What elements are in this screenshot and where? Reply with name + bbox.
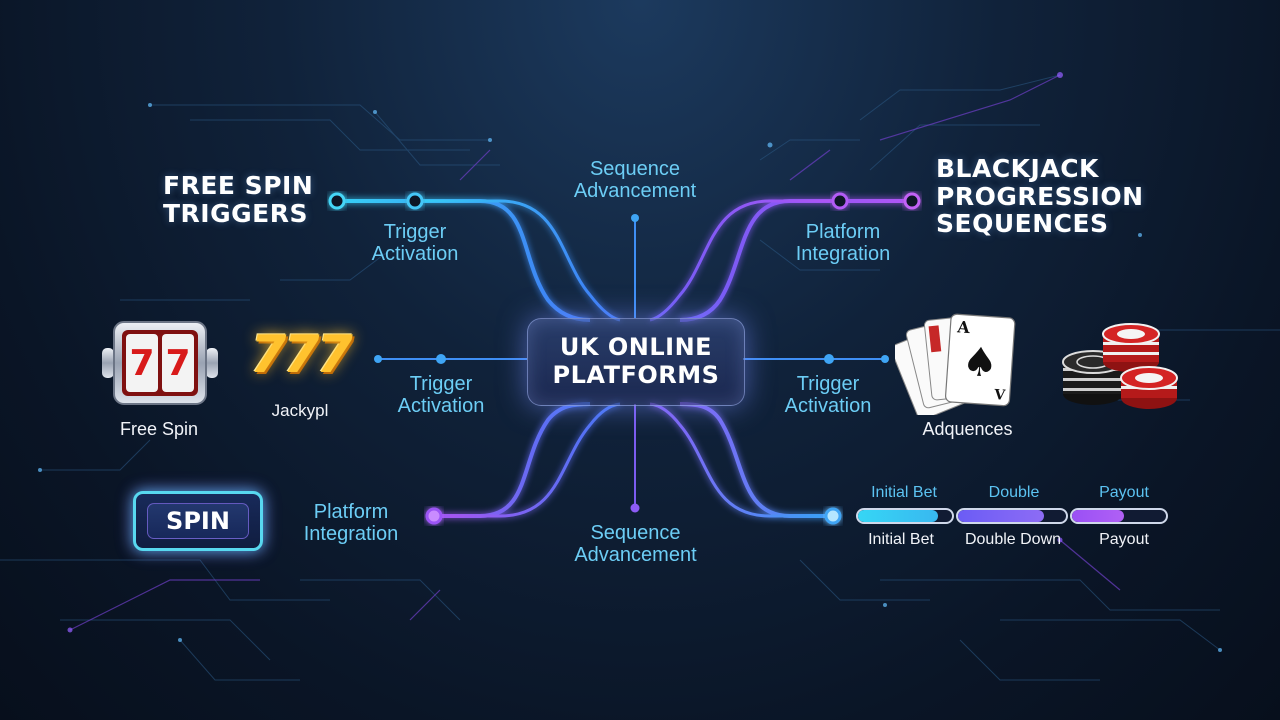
label-line: Activation [397, 395, 485, 417]
platform-integration-top-right-label: Platform Integration [778, 221, 908, 265]
card-corner-rank: V [993, 387, 1007, 404]
card-rank: A [956, 317, 971, 337]
progress-bar-double [956, 508, 1068, 524]
label-line: Integration [303, 523, 399, 545]
jackpot-777-icon: 777 [250, 325, 353, 385]
trigger-activation-mid-left-label: Trigger Activation [376, 373, 506, 417]
progress-bar-payout [1070, 508, 1168, 524]
progress-top-label-payout: Payout [1099, 484, 1149, 501]
progress-top-label-double: Double [988, 484, 1040, 501]
card-suit: ♠ [960, 339, 999, 387]
straight-connectors [378, 218, 885, 508]
label-line: Trigger [409, 373, 473, 395]
cards-caption: Adquences [922, 419, 1013, 439]
heading-line: SEQUENCES [936, 209, 1109, 238]
slot-machine-icon: 7 7 [102, 321, 218, 405]
spin-button-label: SPIN [147, 503, 249, 539]
sequence-advancement-bottom-label: Sequence Advancement [558, 522, 713, 566]
hub-line: PLATFORMS [552, 361, 720, 389]
label-line: Advancement [574, 544, 697, 566]
jackpot-caption: Jackypl [271, 401, 329, 420]
label-line: Sequence [589, 158, 681, 180]
progress-fill [958, 510, 1045, 522]
black-chip-stack [1062, 350, 1124, 405]
progress-top-label-initial-bet: Initial Bet [871, 484, 937, 501]
free-spin-triggers-heading: FREE SPIN TRIGGERS [163, 172, 313, 227]
sequence-advancement-top-label: Sequence Advancement [560, 158, 710, 202]
label-line: Activation [371, 243, 459, 265]
heading-line: PROGRESSION [936, 181, 1144, 211]
label-line: Platform [313, 501, 389, 523]
trigger-activation-mid-right-label: Trigger Activation [763, 373, 893, 417]
hub-line: UK ONLINE [559, 333, 713, 362]
red-chip-stack [1102, 323, 1160, 372]
label-line: Sequence [590, 522, 681, 544]
progress-bottom-label-payout: Payout [1099, 531, 1149, 548]
connector-nodes [328, 192, 921, 525]
background-dots [38, 72, 1222, 652]
progress-bar-initial-bet [856, 508, 954, 524]
casino-chips-icon [1062, 323, 1178, 409]
label-line: Integration [795, 243, 891, 265]
label-line: Activation [784, 395, 872, 417]
heading-line: BLACKJACK [936, 154, 1099, 183]
blackjack-sequences-heading: BLACKJACK PROGRESSION SEQUENCES [936, 155, 1144, 238]
heading-line: FREE SPIN [163, 171, 314, 200]
trigger-activation-top-left-label: Trigger Activation [350, 221, 480, 265]
progress-fill [858, 510, 938, 522]
label-line: Trigger [796, 373, 860, 395]
free-spin-caption: Free Spin [119, 419, 199, 439]
label-line: Advancement [573, 180, 697, 202]
main-links [337, 199, 912, 518]
platform-integration-bottom-left-label: Platform Integration [286, 501, 416, 545]
label-line: Trigger [383, 221, 447, 243]
background-traces-purple [69, 74, 1121, 631]
spin-button[interactable]: SPIN [133, 491, 263, 551]
red-chip-front [1120, 366, 1178, 409]
progress-bottom-label-double-down: Double Down [964, 531, 1062, 548]
heading-line: TRIGGERS [163, 198, 308, 228]
label-line: Platform [805, 221, 881, 243]
playing-cards-icon: A ♠ V [895, 313, 1016, 415]
uk-online-platforms-hub: UK ONLINE PLATFORMS [527, 318, 745, 406]
slot-digit: 7 [165, 343, 190, 384]
progress-bottom-label-initial-bet: Initial Bet [868, 531, 934, 548]
progress-fill [1072, 510, 1124, 522]
slot-digit: 7 [129, 343, 154, 384]
